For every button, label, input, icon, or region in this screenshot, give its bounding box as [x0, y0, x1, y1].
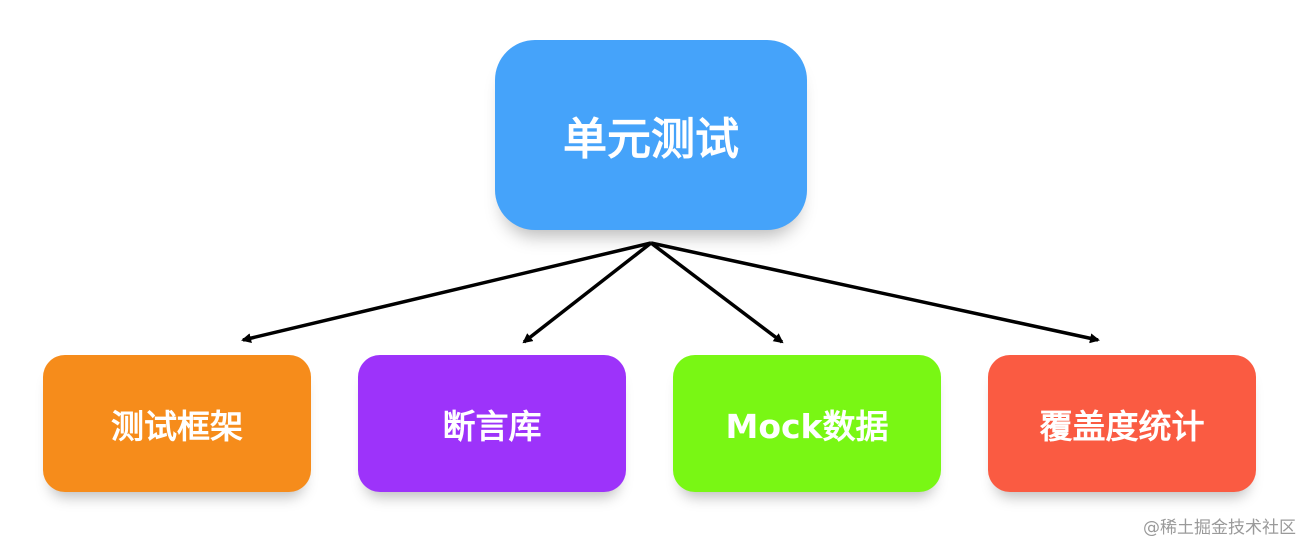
- arrow-to-assertion-library: [522, 241, 653, 344]
- child-node-coverage-stats: 覆盖度统计: [988, 355, 1256, 492]
- child-node-assertion-library: 断言库: [358, 355, 626, 492]
- arrow-to-test-framework: [241, 241, 652, 344]
- child-node-label: 覆盖度统计: [1039, 406, 1205, 446]
- child-node-mock-data: Mock数据: [673, 355, 941, 492]
- child-node-label: 断言库: [442, 406, 542, 446]
- arrow-to-mock-data: [649, 241, 784, 344]
- watermark: @稀土掘金技术社区: [1143, 518, 1296, 538]
- child-node-label: Mock数据: [725, 406, 889, 446]
- child-node-test-framework: 测试框架: [43, 355, 311, 492]
- root-node-label: 单元测试: [563, 114, 739, 165]
- arrow-to-coverage-stats: [650, 241, 1100, 344]
- child-node-label: 测试框架: [111, 406, 243, 446]
- root-node-unit-testing: 单元测试: [495, 40, 807, 230]
